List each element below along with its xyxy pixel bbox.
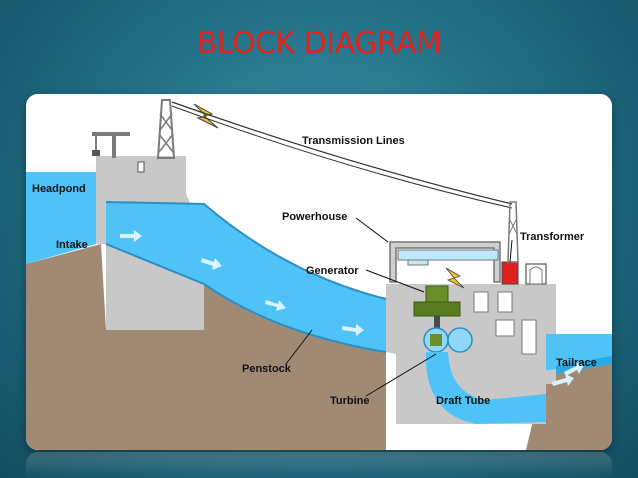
powerhouse-crane-rail — [397, 249, 499, 261]
room-window-3 — [495, 319, 515, 337]
generator-spark-icon — [445, 267, 465, 289]
label-transmission-lines: Transmission Lines — [302, 135, 405, 147]
hydro-plant-diagram: Transmission Lines Headpond Intake Power… — [26, 94, 612, 450]
transmission-line-wire-2 — [171, 105, 513, 209]
draft-tube — [425, 352, 546, 424]
tailrace-gate-arch — [529, 266, 543, 285]
tailrace-arrow-icon — [552, 362, 584, 386]
penstock-pipe — [106, 202, 386, 352]
diagram-canvas: Transmission Lines Headpond Intake Power… — [26, 94, 612, 450]
headpond-water — [26, 172, 96, 264]
ground-left — [26, 244, 106, 330]
label-intake: Intake — [56, 239, 88, 251]
transmission-line-wire — [171, 101, 513, 205]
dam-window — [137, 161, 145, 173]
label-penstock: Penstock — [242, 363, 292, 375]
powerhouse-frame — [389, 241, 501, 283]
leader-lines — [285, 217, 513, 397]
slide-title: BLOCK DIAGRAM — [196, 26, 442, 61]
label-powerhouse: Powerhouse — [282, 211, 347, 223]
transmission-tower-right-icon — [507, 201, 519, 263]
room-window-2 — [497, 291, 513, 313]
penstock-edge-bottom — [105, 243, 387, 353]
room-window-4 — [521, 319, 537, 355]
transformer-unit — [501, 261, 519, 285]
penstock-edge-top — [105, 201, 387, 300]
label-turbine: Turbine — [330, 395, 370, 407]
powerhouse-substructure — [386, 284, 556, 424]
room-window-1 — [473, 291, 489, 313]
turbine-casing — [447, 327, 473, 353]
flow-arrow-icon — [120, 230, 364, 336]
label-headpond: Headpond — [32, 183, 86, 195]
powerhouse-hoist — [407, 259, 429, 266]
crane-icon — [92, 132, 130, 158]
label-generator: Generator — [306, 265, 359, 277]
card-reflection — [26, 452, 612, 478]
lightning-bolt-icon — [193, 103, 219, 129]
transmission-tower-icon — [156, 99, 176, 159]
turbine-hub — [430, 334, 442, 346]
label-transformer: Transformer — [520, 231, 585, 243]
label-draft-tube: Draft Tube — [436, 395, 490, 407]
label-tailrace: Tailrace — [556, 357, 597, 369]
